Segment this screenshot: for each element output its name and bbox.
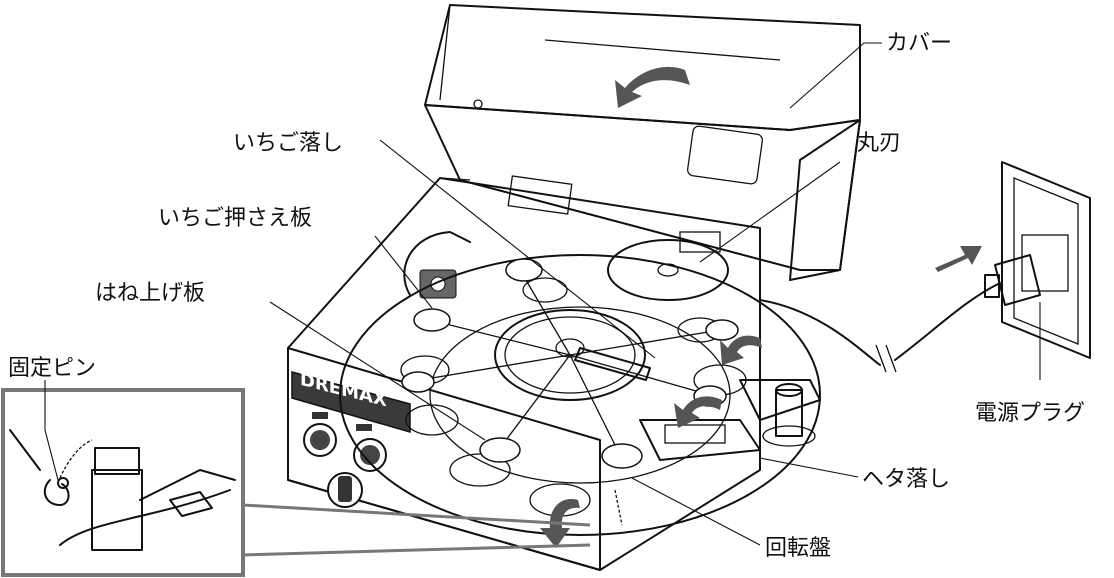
label-cover: カバー [886,31,952,56]
label-calyx-drop: ヘタ落し [862,467,950,492]
rotation-arrow-2-icon [674,396,722,428]
round-blade-drawing [607,239,729,301]
label-fixing-pin: 固定ピン [8,356,96,381]
rotation-arrow-1-icon [720,335,762,365]
cover-drawing [424,4,861,281]
leader-lines [44,42,1041,546]
plug-insert-arrow-icon [935,246,982,272]
machine-base [287,177,761,571]
label-round-blade: 丸刃 [857,131,901,156]
turntable-drawing [339,254,821,536]
label-turntable: 回転盤 [765,536,831,561]
label-strawberry-drop: いちご落し [233,131,343,156]
label-flip-plate: はね上げ板 [95,281,205,306]
control-panel: DREMAX [291,369,411,508]
inset-detail [1,388,591,577]
label-strawberry-press: いちご押さえ板 [158,206,312,231]
wall-outlet-drawing [984,161,1091,359]
label-power-plug: 電源プラグ [975,401,1085,426]
cover-close-arrow-icon [615,66,690,108]
